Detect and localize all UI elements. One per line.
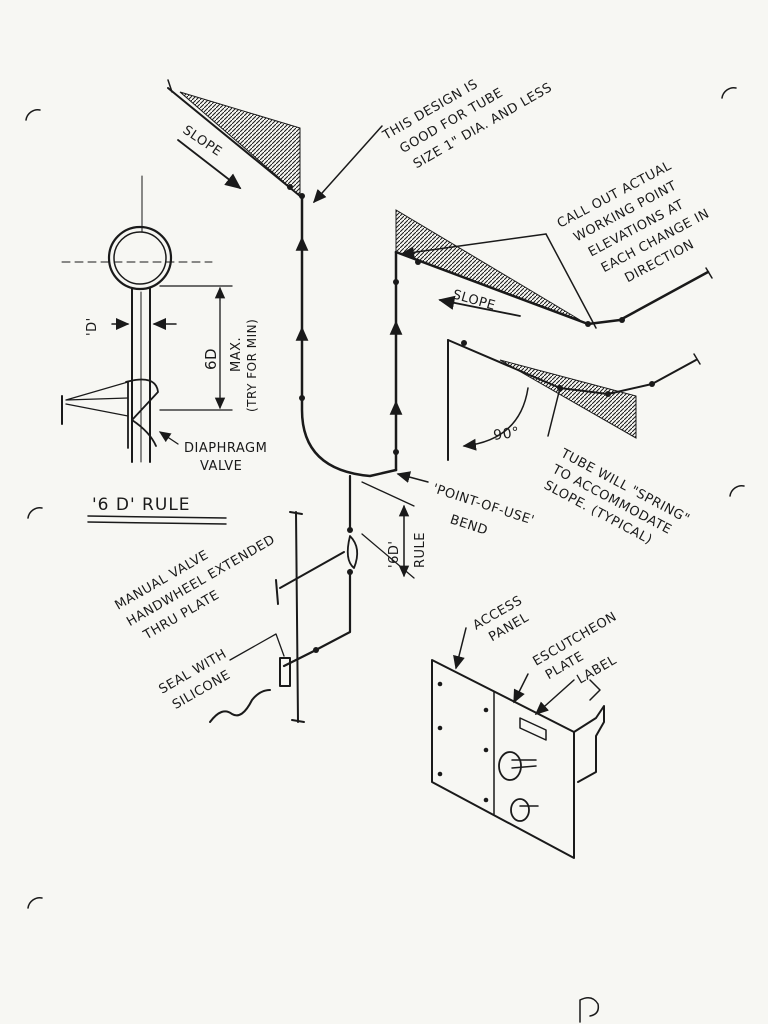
diaphragm-label: DIAPHRAGM <box>184 441 267 456</box>
d-label: 'D' <box>85 317 100 336</box>
max-label: MAX. <box>229 337 244 372</box>
main-tube <box>295 193 713 478</box>
design-note: THIS DESIGN IS GOOD FOR TUBE SIZE 1" DIA… <box>380 77 555 172</box>
valve-label: VALVE <box>200 459 242 474</box>
manual-valve-note: MANUAL VALVE HANDWHEEL EXTENDED THRU PLA… <box>113 532 278 643</box>
slope-arrow-right <box>438 295 521 317</box>
six-d-dimension-right <box>361 481 415 579</box>
leader-lines <box>312 125 597 483</box>
wall-plate-lower <box>209 511 305 723</box>
slope-label-right: SLOPE <box>451 287 497 313</box>
seal-leader <box>229 633 285 661</box>
angle-label: 90° <box>492 424 520 444</box>
rule-label: RULE <box>413 532 428 568</box>
six-d-rule-title: '6 D' RULE <box>92 495 191 515</box>
six-d-dimension-label: '6D' <box>387 541 402 568</box>
six-d-max-label: 6D <box>202 348 220 370</box>
point-of-use-line-2: BEND <box>448 512 490 538</box>
spring-note: TUBE WILL "SPRING" TO ACCOMMODATE SLOPE.… <box>541 446 692 548</box>
point-of-use-note: 'POINT-OF-USE' BEND <box>431 482 536 539</box>
page-mark <box>579 997 600 1023</box>
seal-note: SEAL WITH SILICONE <box>157 647 234 713</box>
drop-leg <box>275 474 359 668</box>
access-panel <box>431 627 605 859</box>
right-branch <box>447 339 701 461</box>
left-sloped-line <box>167 79 301 198</box>
try-for-min-label: (TRY FOR MIN) <box>245 319 259 412</box>
callout-note: CALL OUT ACTUAL WORKING POINT ELEVATIONS… <box>555 158 712 286</box>
binder-holes <box>25 87 745 909</box>
slope-arrow-left <box>177 139 242 190</box>
six-d-rule-detail <box>61 175 233 525</box>
access-panel-note: ACCESS PANEL <box>471 593 532 645</box>
